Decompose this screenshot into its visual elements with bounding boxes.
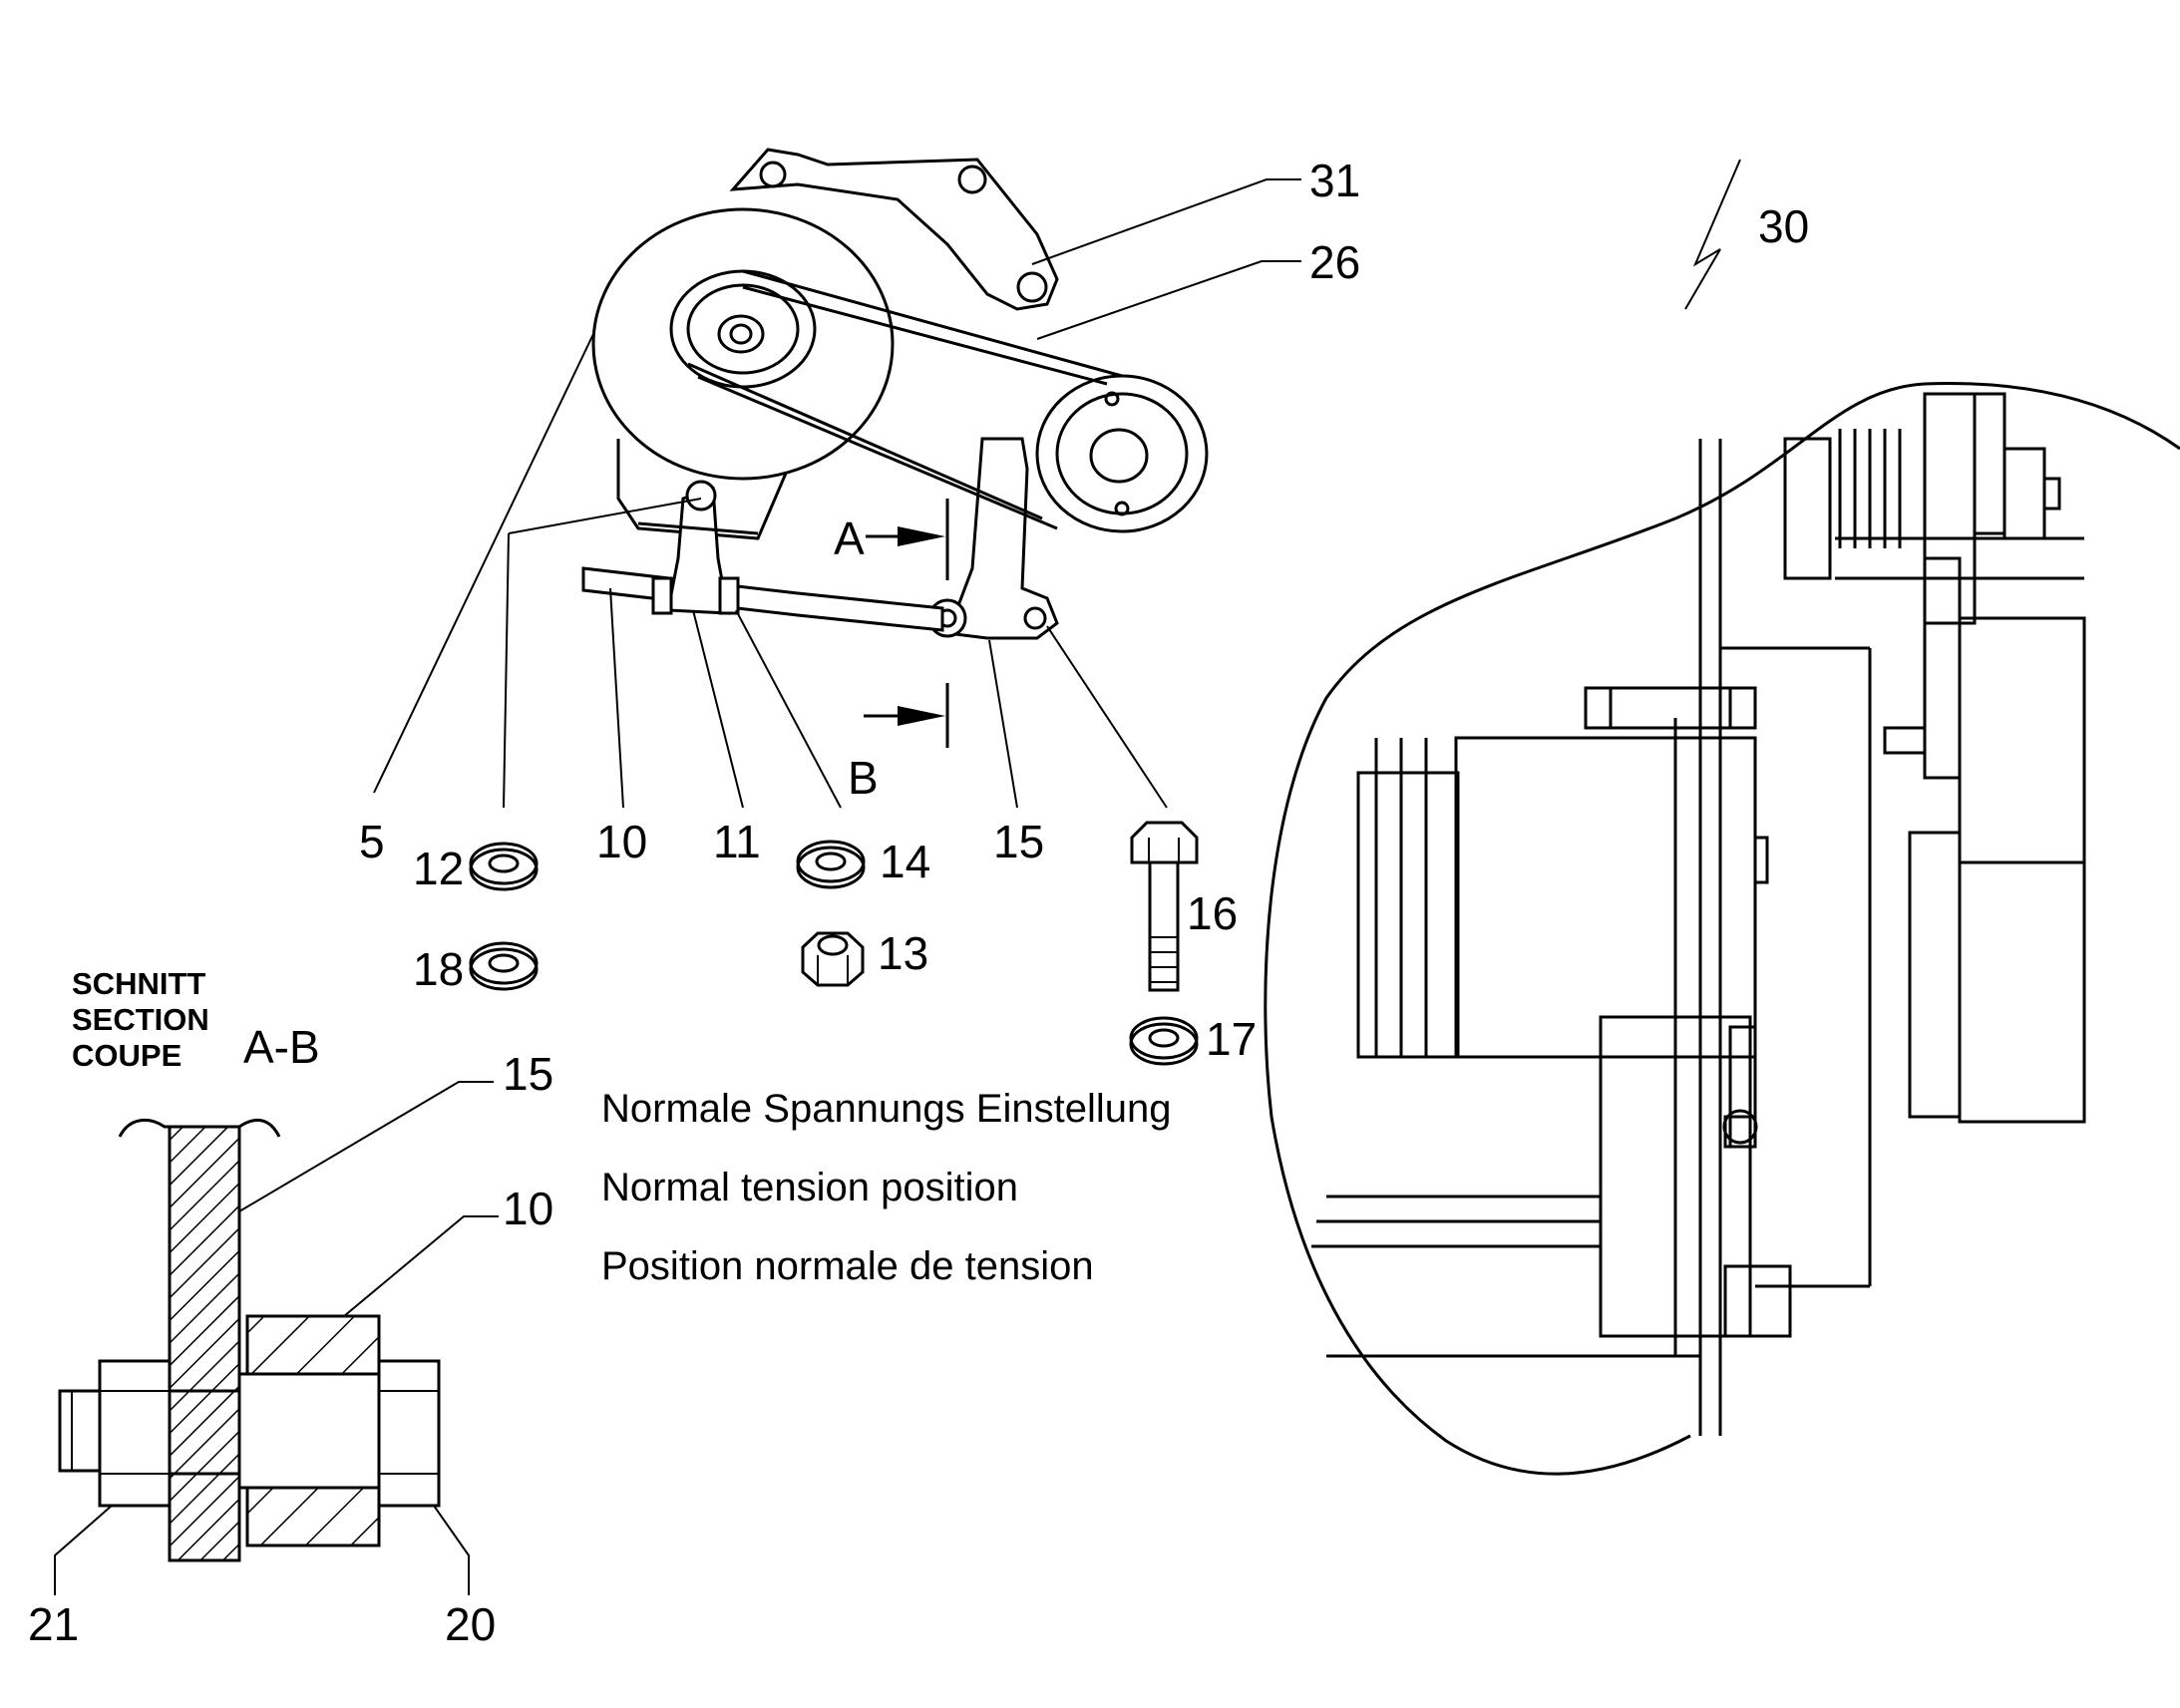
washer-17 <box>1129 1016 1199 1066</box>
housing-right <box>1958 616 2086 864</box>
part-labels: 31 26 30 5 10 11 15 12 14 18 13 16 17 A … <box>28 155 1809 1650</box>
alternator-side <box>1454 736 1722 1059</box>
washer-14 <box>796 840 866 889</box>
bracket-hole <box>759 161 787 188</box>
bracket-hole <box>957 165 987 194</box>
label-17: 17 <box>1206 1013 1257 1065</box>
caption: Normale Spannungs Einstellung Normal ten… <box>601 1087 1171 1288</box>
label-12: 12 <box>413 843 464 894</box>
section-title-fr: COUPE <box>72 1038 182 1073</box>
adjusting-rod-10 <box>581 566 944 632</box>
vertical-post <box>1923 392 1977 625</box>
tension-arm-15 <box>944 437 1059 640</box>
arrow-a <box>898 526 945 546</box>
arrow-b <box>898 706 945 726</box>
housing-right-lower <box>1958 860 2086 1124</box>
belt-grooves <box>1374 738 1428 1057</box>
washer-18 <box>469 941 539 991</box>
leader-lines <box>373 159 1741 809</box>
label-11: 11 <box>713 816 761 867</box>
belt-26 <box>687 269 1123 530</box>
section-id: A-B <box>243 1021 320 1073</box>
section-marks <box>864 499 949 748</box>
section-rod-10-bottom <box>245 1486 381 1547</box>
alternator-assembly <box>581 148 1209 640</box>
alternator-lug <box>1753 836 1769 884</box>
pulley-bolt <box>1104 391 1120 407</box>
label-10: 10 <box>596 816 647 867</box>
nut-21 <box>98 1359 172 1508</box>
crank-pulley-hub <box>1089 428 1149 484</box>
label-30: 30 <box>1758 200 1809 252</box>
label-31: 31 <box>1309 155 1360 206</box>
section-title-en: SECTION <box>72 1002 209 1037</box>
label-sec-21: 21 <box>28 1598 79 1650</box>
pulley-groove <box>686 283 800 375</box>
crank-pulley <box>1035 374 1209 533</box>
label-section-a: A <box>834 512 865 564</box>
caption-fr: Position normale de tension <box>601 1244 1094 1288</box>
nut-20 <box>377 1359 441 1508</box>
pulley-side <box>1356 771 1460 1059</box>
spring-coils <box>1838 429 1902 548</box>
section-arm-15 <box>168 1125 241 1562</box>
label-16: 16 <box>1187 887 1238 939</box>
mount-tab <box>637 521 759 535</box>
bolt-end <box>58 1389 102 1473</box>
label-26: 26 <box>1309 236 1360 288</box>
label-sec-10: 10 <box>503 1183 553 1234</box>
arm-hole <box>1023 606 1047 630</box>
bolt-16 <box>1130 821 1199 992</box>
pulley-hub <box>717 314 765 354</box>
label-5: 5 <box>359 816 385 867</box>
pulley-bolt <box>1114 501 1130 516</box>
spring-housing <box>1783 437 1832 580</box>
jam-nut-right <box>718 576 740 615</box>
alternator-flange <box>1718 736 1757 1059</box>
label-sec-15: 15 <box>503 1048 553 1100</box>
label-15: 15 <box>993 816 1044 867</box>
loose-parts <box>469 821 1199 1066</box>
engine-cutaway <box>1264 381 2180 1476</box>
caption-en: Normal tension position <box>601 1166 1018 1209</box>
section-bore <box>237 1372 381 1490</box>
label-section-b: B <box>848 752 879 804</box>
section-title-de: SCHNITT <box>72 966 205 1001</box>
washer-12 <box>469 842 539 891</box>
post-lower <box>1923 556 1962 780</box>
nut-13 <box>801 931 865 987</box>
caption-de: Normale Spannungs Einstellung <box>601 1087 1171 1131</box>
label-sec-20: 20 <box>445 1598 496 1650</box>
block-small <box>1723 1264 1792 1338</box>
bracket-31 <box>729 148 1059 311</box>
label-18: 18 <box>413 943 464 995</box>
jam-nut-left <box>651 576 673 615</box>
cutaway-outline <box>1264 381 2180 1476</box>
section-title: SCHNITT SECTION COUPE A-B <box>72 966 320 1073</box>
section-view <box>54 1081 499 1595</box>
section-rod-10-top <box>245 1314 381 1376</box>
pulley-nut <box>729 323 753 345</box>
label-13: 13 <box>878 927 928 979</box>
bracket-hole <box>1016 271 1048 303</box>
label-14: 14 <box>880 836 930 887</box>
leader-30 <box>1684 159 1741 310</box>
link-eye <box>685 480 717 512</box>
